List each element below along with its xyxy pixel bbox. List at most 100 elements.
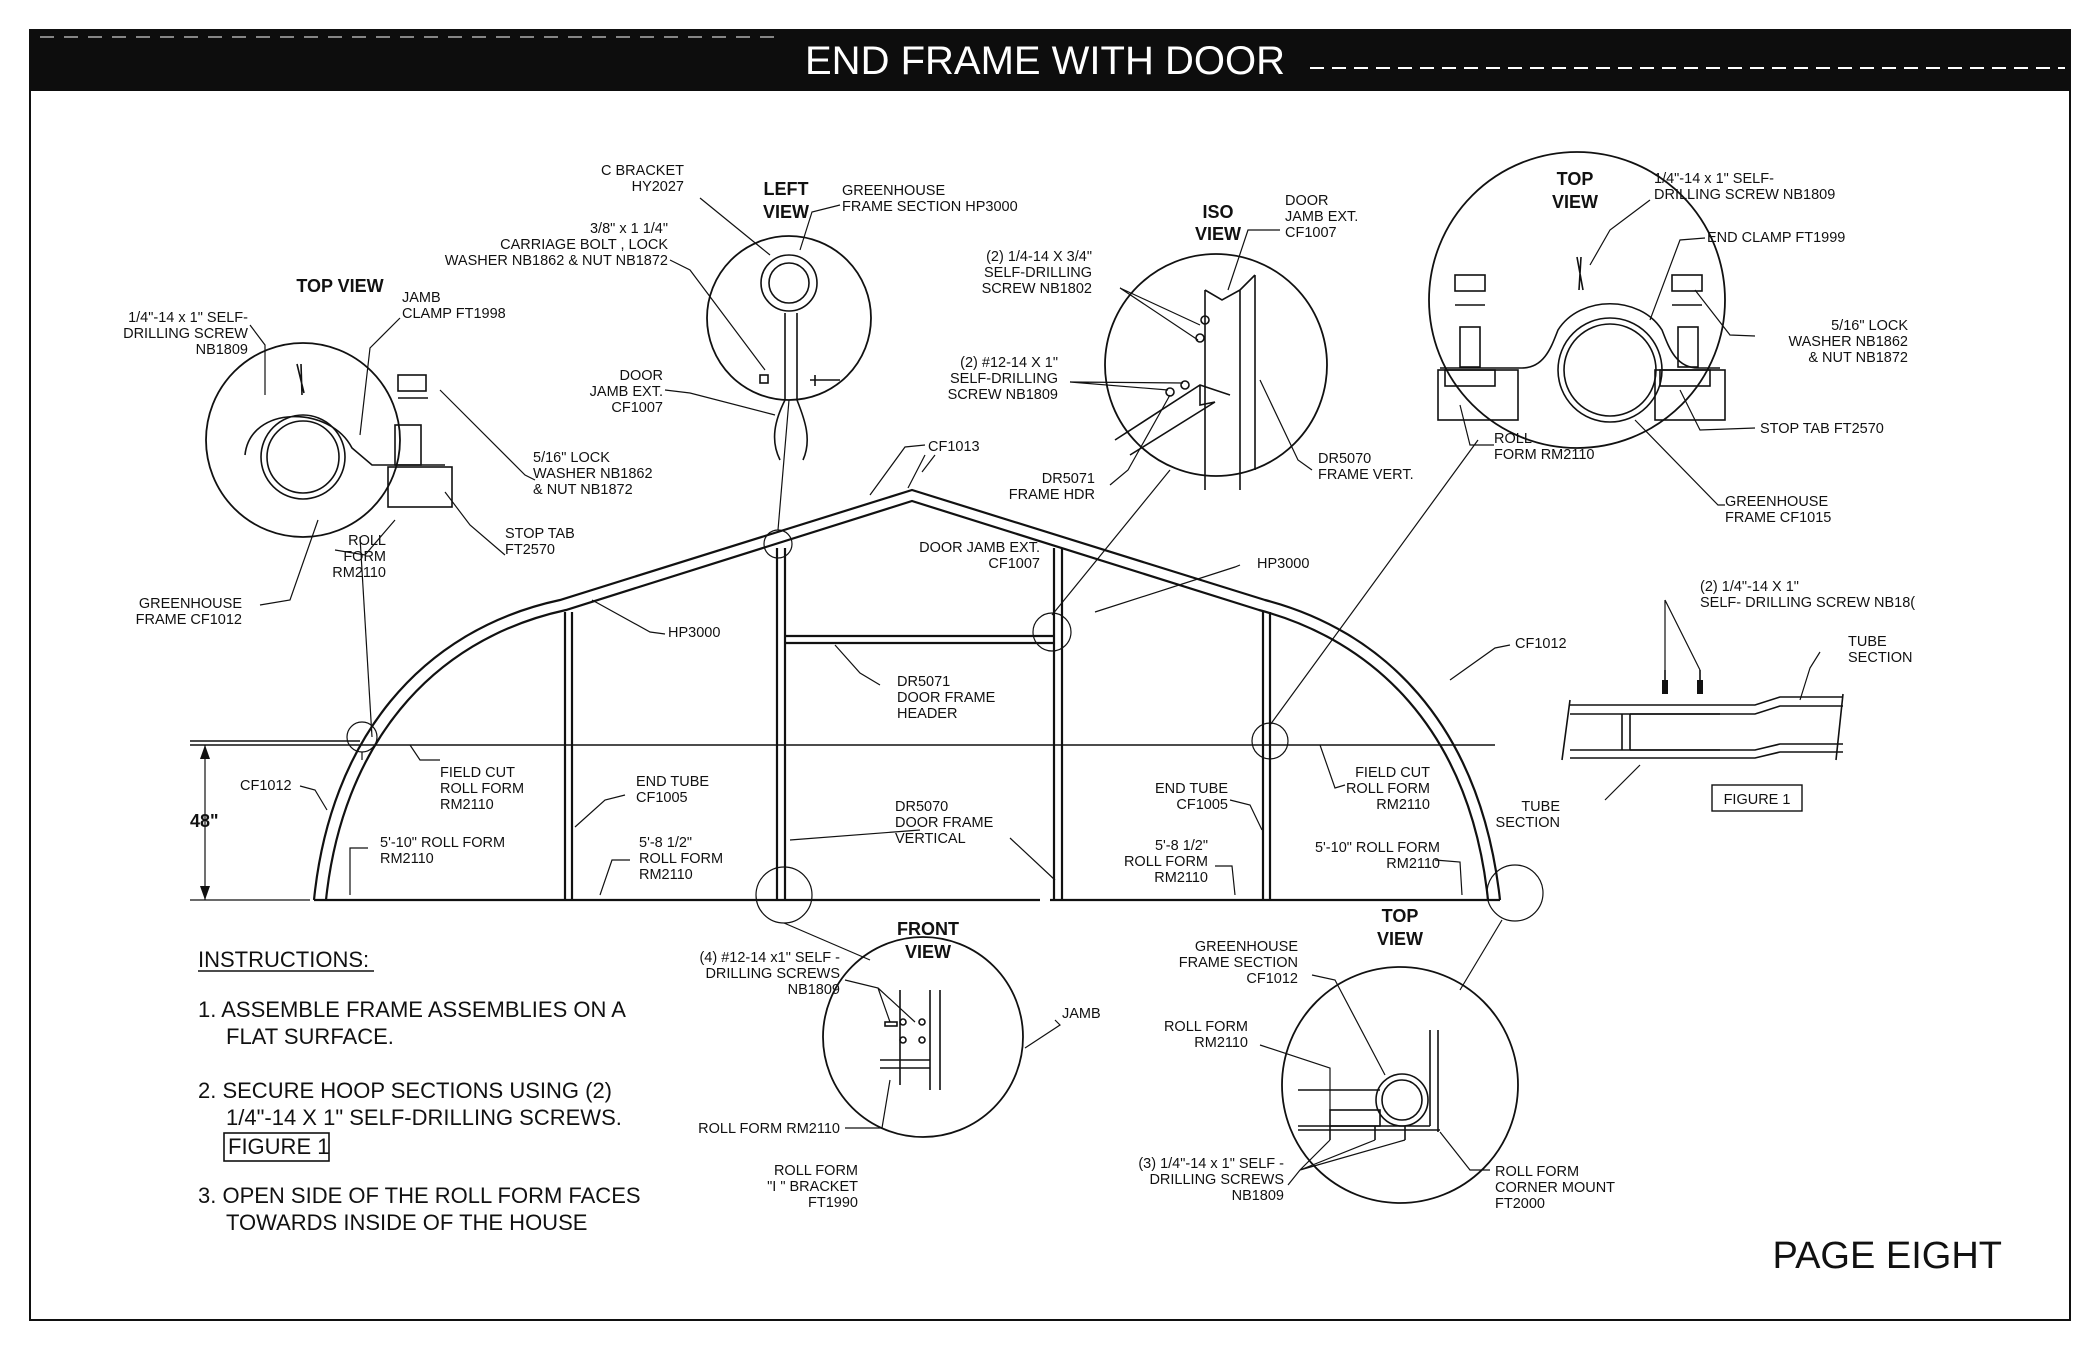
page-number: PAGE EIGHT <box>1773 1235 2002 1277</box>
callout-line: DOOR <box>620 368 664 384</box>
instructions-heading: INSTRUCTIONS: <box>198 947 369 972</box>
callout-line: DOOR FRAME <box>895 815 994 831</box>
top-view-right-label-2: VIEW <box>1552 192 1598 212</box>
callout-screw-1809-b: 1/4"-14 x 1" SELF-DRILLING SCREW NB1809 <box>1654 171 1835 203</box>
callout-line: RM2110 <box>380 851 434 867</box>
instruction-line-1: 1. ASSEMBLE FRAME ASSEMBLIES ON A <box>198 997 626 1022</box>
callout-line: C BRACKET <box>601 163 684 179</box>
callout-line: (2) #12-14 X 1" <box>960 355 1058 371</box>
callout-line: GREENHOUSE <box>1195 939 1298 955</box>
callout-jamb: JAMB <box>1062 1006 1101 1022</box>
callout-line: GREENHOUSE <box>842 183 945 199</box>
callout-line: CF1013 <box>928 439 980 455</box>
callout-line: FT1990 <box>808 1195 858 1211</box>
callout-line: CF1012 <box>1246 971 1298 987</box>
callout-line: 5'-8 1/2" <box>639 835 692 851</box>
callout-line: RM2110 <box>1376 797 1430 813</box>
callout-line: CARRIAGE BOLT , LOCK <box>500 237 668 253</box>
callout-cf1013: CF1013 <box>928 439 980 455</box>
callout-line: TUBE <box>1521 799 1560 815</box>
instruction-line-4: 1/4"-14 X 1" SELF-DRILLING SCREWS. <box>226 1105 622 1130</box>
callout-line: RM2110 <box>1386 856 1440 872</box>
callout-line: ROLL <box>1494 431 1532 447</box>
callout-line: ROLL FORM <box>1124 854 1208 870</box>
callout-line: RM2110 <box>440 797 494 813</box>
callout-line: STOP TAB <box>505 526 575 542</box>
callout-line: HY2027 <box>632 179 684 195</box>
callout-line: FORM <box>343 549 386 565</box>
callout-line: WASHER NB1862 <box>533 466 653 482</box>
callout-stop-tab-b: STOP TAB FT2570 <box>1760 421 1884 437</box>
callout-line: JAMB EXT. <box>1285 209 1358 225</box>
instruction-line-2: FLAT SURFACE. <box>226 1024 394 1049</box>
callout-line: NB1809 <box>196 342 248 358</box>
callout-line: TUBE <box>1848 634 1887 650</box>
callout-line: DOOR FRAME <box>897 690 996 706</box>
callout-line: FORM RM2110 <box>1494 447 1594 463</box>
callout-line: VERTICAL <box>895 831 966 847</box>
callout-line: CF1007 <box>1285 225 1337 241</box>
callout-cf1012-right: CF1012 <box>1515 636 1567 652</box>
callout-line: CLAMP FT1998 <box>402 306 506 322</box>
callout-line: SELF- DRILLING SCREW NB18( <box>1700 595 1915 611</box>
callout-line: RM2110 <box>639 867 693 883</box>
callout-line: WASHER NB1862 <box>1788 334 1908 350</box>
callout-line: RM2110 <box>1194 1035 1248 1051</box>
title-bar: END FRAME WITH DOOR <box>30 30 2070 91</box>
callout-line: 48" <box>190 811 219 831</box>
callout-line: CF1012 <box>1515 636 1567 652</box>
callout-line: DRILLING SCREWS <box>705 966 840 982</box>
instruction-line-5: 3. OPEN SIDE OF THE ROLL FORM FACES <box>198 1183 641 1208</box>
callout-line: NB1809 <box>1232 1188 1284 1204</box>
callout-line: 5/16" LOCK <box>1831 318 1908 334</box>
instruction-line-3: 2. SECURE HOOP SECTIONS USING (2) <box>198 1078 612 1103</box>
callout-line: "I " BRACKET <box>767 1179 858 1195</box>
callout-line: (4) #12-14 x1" SELF - <box>699 950 840 966</box>
callout-line: (2) 1/4"-14 X 1" <box>1700 579 1799 595</box>
callout-line: GREENHOUSE <box>1725 494 1828 510</box>
callout-line: DOOR JAMB EXT. <box>919 540 1040 556</box>
callout-line: HP3000 <box>668 625 720 641</box>
callout-line: 5'-10" ROLL FORM <box>380 835 505 851</box>
callout-line: ROLL FORM <box>1164 1019 1248 1035</box>
page-title: END FRAME WITH DOOR <box>805 39 1285 83</box>
callout-cf1012-left: CF1012 <box>240 778 292 794</box>
callout-line: SELF-DRILLING <box>950 371 1058 387</box>
callout-line: JAMB <box>1062 1006 1101 1022</box>
callout-hp3000-left: HP3000 <box>668 625 720 641</box>
left-view-label-2: VIEW <box>763 202 809 222</box>
callout-line: FRAME CF1012 <box>136 612 242 628</box>
callout-line: & NUT NB1872 <box>1808 350 1908 366</box>
detail-top-view-bottom: TOP VIEW <box>1281 906 1519 1204</box>
callout-figure1-box: FIGURE 1 <box>1724 792 1791 808</box>
callout-line: ROLL FORM <box>1495 1164 1579 1180</box>
callout-line: FIELD CUT <box>1355 765 1430 781</box>
figure-1-reference-box <box>223 1132 330 1162</box>
callout-line: CF1005 <box>1176 797 1228 813</box>
callout-line: STOP TAB FT2570 <box>1760 421 1884 437</box>
callout-line: 5/16" LOCK <box>533 450 610 466</box>
callout-door-jamb-ext-c: DOOR JAMB EXT.CF1007 <box>919 540 1040 572</box>
callout-line: DR5070 <box>1318 451 1371 467</box>
callout-line: FIELD CUT <box>440 765 515 781</box>
callout-height-48: 48" <box>190 811 219 831</box>
